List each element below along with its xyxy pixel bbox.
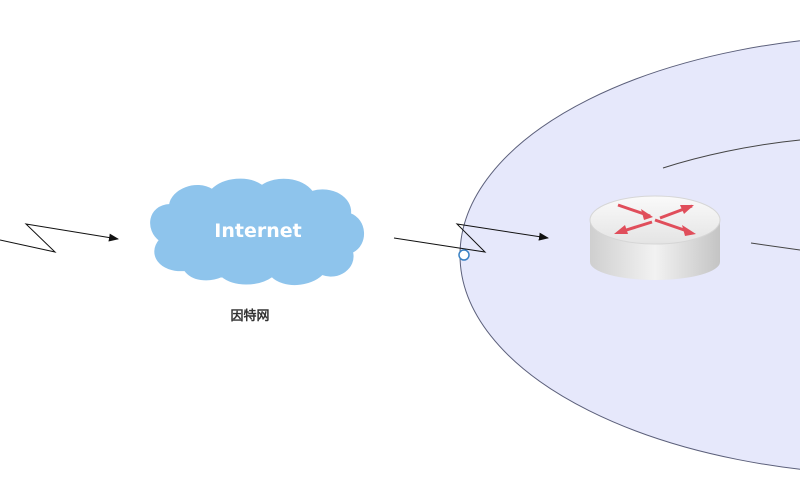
cloud-label: Internet [214,220,301,242]
lightning-link-cloud-router [393,223,549,253]
lightning-link-left [0,223,119,253]
zone-link-right [750,242,800,251]
cloud-caption: 因特网 [230,309,270,324]
router-arrows [614,203,696,236]
cloud-icon[interactable]: Internet [150,178,364,285]
router-icon[interactable] [589,195,721,280]
zone-link-upper [662,139,800,169]
connection-handle[interactable] [458,249,470,261]
